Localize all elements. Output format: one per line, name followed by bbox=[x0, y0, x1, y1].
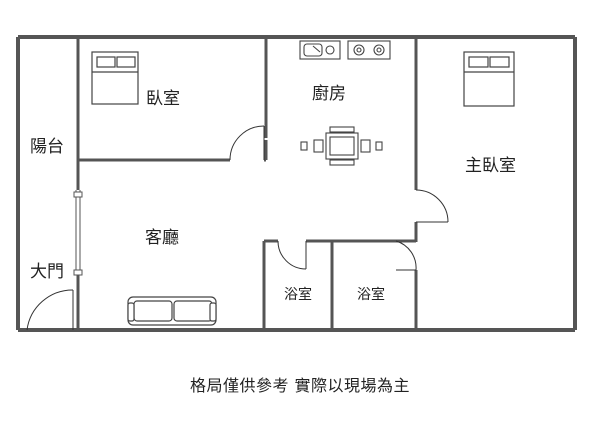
dining-table-icon bbox=[300, 126, 383, 166]
master-bed-icon bbox=[463, 51, 515, 107]
sofa-icon bbox=[127, 296, 217, 326]
balcony-sliding-door bbox=[73, 190, 83, 276]
stove-icon bbox=[347, 40, 391, 60]
bedroom-label: 臥室 bbox=[146, 89, 180, 109]
interior-walls bbox=[76, 37, 418, 330]
outer-walls bbox=[16, 35, 577, 332]
doors bbox=[26, 125, 449, 331]
balcony-label: 陽台 bbox=[30, 137, 64, 157]
bathroom-1-label: 浴室 bbox=[284, 286, 312, 303]
bed-icon bbox=[91, 51, 139, 105]
front-door-label: 大門 bbox=[30, 262, 64, 282]
master-bedroom-label: 主臥室 bbox=[465, 156, 516, 176]
sink-icon bbox=[299, 40, 341, 60]
bathroom-2-label: 浴室 bbox=[357, 286, 385, 303]
living-room-label: 客廳 bbox=[145, 228, 179, 248]
kitchen-label: 廚房 bbox=[312, 83, 346, 104]
disclaimer-caption: 格局僅供參考 實際以現場為主 bbox=[189, 376, 411, 395]
